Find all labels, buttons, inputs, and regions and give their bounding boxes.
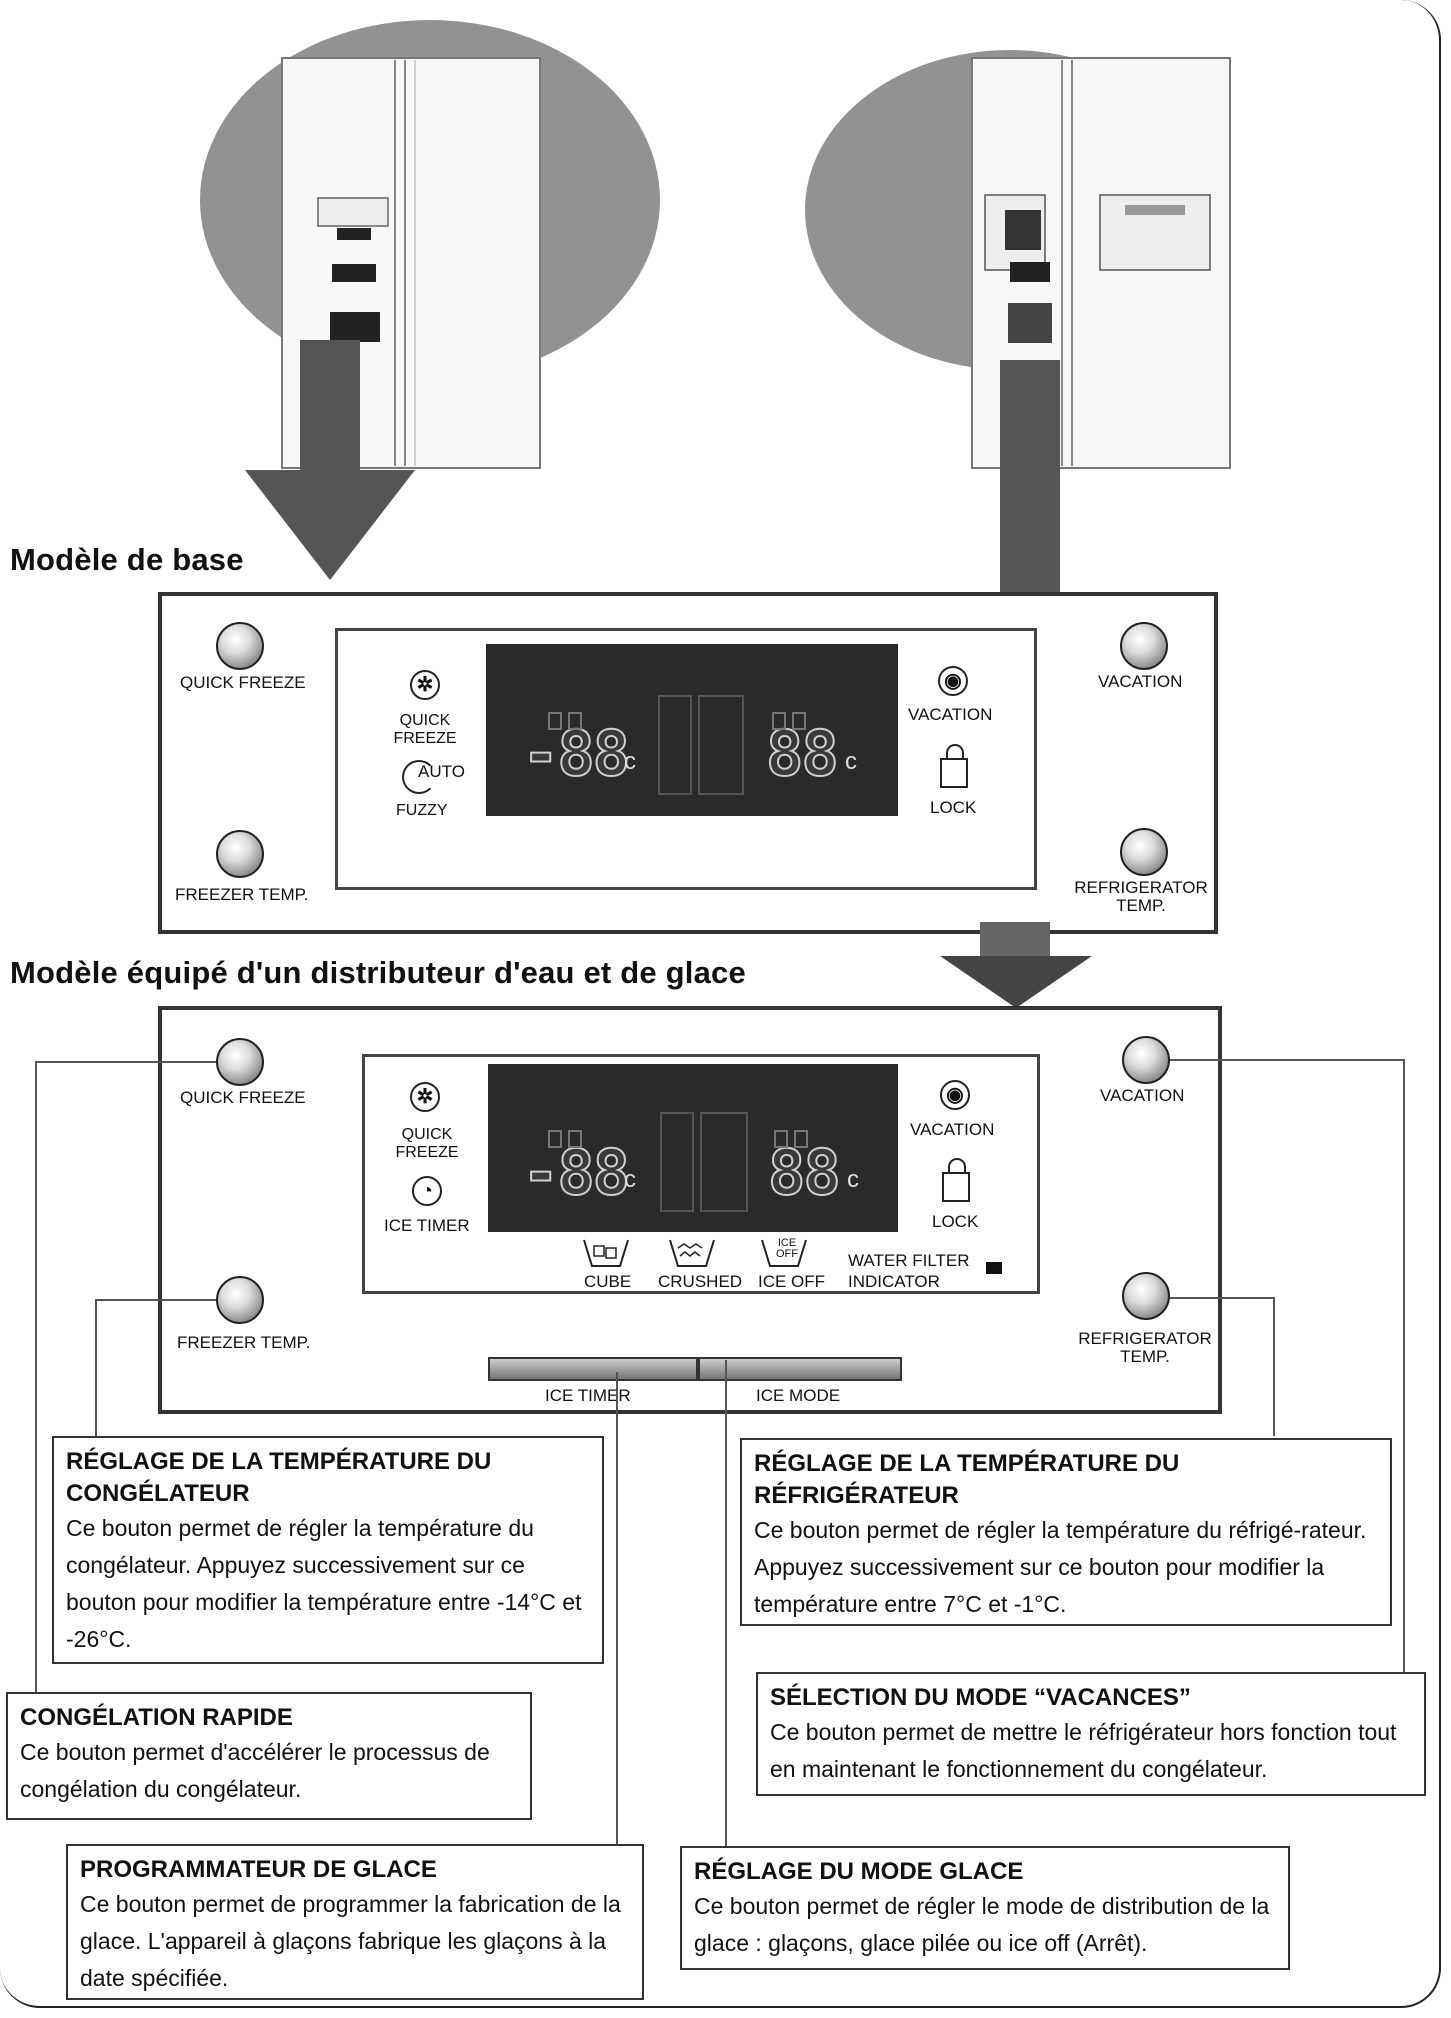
vacation-label-basic: VACATION: [1098, 672, 1183, 691]
ice-mode-button[interactable]: [698, 1357, 902, 1381]
fuzzy-label: FUZZY: [396, 802, 448, 819]
ice-timer-button[interactable]: [488, 1357, 698, 1381]
callout-ice-timer-title: PROGRAMMATEUR DE GLACE: [80, 1856, 437, 1883]
callout-vacation-title: SÉLECTION DU MODE “VACANCES”: [770, 1684, 1191, 1711]
callout-freezer-temp-title: RÉGLAGE DE LA TEMPÉRATURE DU CONGÉLATEUR: [66, 1448, 492, 1507]
callout-quick-freeze: CONGÉLATION RAPIDE Ce bouton permet d'ac…: [6, 1692, 532, 1820]
fridge-illustrations: [200, 20, 1231, 600]
callout-ice-mode-text: Ce bouton permet de régler le mode de di…: [694, 1893, 1270, 1956]
arrow-down-right: [940, 922, 1092, 1008]
ice-off-icon-text: ICE OFF: [776, 1237, 798, 1260]
callout-vacation: SÉLECTION DU MODE “VACANCES” Ce bouton p…: [756, 1672, 1426, 1796]
vacation-button-basic[interactable]: [1120, 622, 1168, 670]
clock-icon: ◔: [412, 1176, 442, 1206]
callout-quick-freeze-title: CONGÉLATION RAPIDE: [20, 1704, 293, 1731]
quick-freeze-label-dispenser: QUICK FREEZE: [180, 1088, 306, 1107]
callout-ice-mode: RÉGLAGE DU MODE GLACE Ce bouton permet d…: [680, 1846, 1290, 1970]
snowflake-icon-basic: ✲: [410, 670, 440, 700]
quick-freeze-icon-label-basic: QUICK FREEZE: [393, 712, 457, 747]
quick-freeze-button-basic[interactable]: [216, 622, 264, 670]
ice-mode-button-label: ICE MODE: [756, 1386, 841, 1405]
basic-freezer-unit: c: [624, 748, 636, 775]
snowflake-icon-dispenser: ✲: [410, 1082, 440, 1112]
crushed-icon: [669, 1239, 715, 1267]
basic-fridge-unit: c: [845, 748, 857, 775]
callout-vacation-text: Ce bouton permet de mettre le réfrigérat…: [770, 1719, 1397, 1782]
basic-panel-thumbnail: [317, 197, 389, 227]
callout-freezer-temp-text: Ce bouton permet de régler la températur…: [66, 1515, 582, 1652]
vacation-icon-basic: ◉: [938, 666, 968, 696]
freezer-temp-label-dispenser: FREEZER TEMP.: [177, 1333, 311, 1352]
vacation-button-dispenser[interactable]: [1122, 1036, 1170, 1084]
freezer-temp-label-basic: FREEZER TEMP.: [175, 885, 309, 904]
basic-lcd: [486, 644, 898, 816]
lock-icon-dispenser: [942, 1158, 970, 1202]
callout-fridge-temp: RÉGLAGE DE LA TEMPÉRATURE DU RÉFRIGÉRATE…: [740, 1438, 1392, 1626]
ice-timer-button-label: ICE TIMER: [545, 1386, 631, 1405]
freezer-temp-button-dispenser[interactable]: [216, 1276, 264, 1324]
heading-basic-model: Modèle de base: [10, 542, 244, 577]
callout-ice-timer-text: Ce bouton permet de programmer la fabric…: [80, 1891, 621, 1991]
refrigerator-temp-label-dispenser: REFRIGERATOR TEMP.: [1078, 1329, 1212, 1366]
arrow-down-left: [245, 340, 415, 580]
callout-fridge-temp-title: RÉGLAGE DE LA TEMPÉRATURE DU RÉFRIGÉRATE…: [754, 1450, 1180, 1509]
quick-freeze-icon-label-dispenser: QUICK FREEZE: [395, 1126, 459, 1161]
dispenser-fridge-unit: c: [847, 1166, 859, 1193]
ice-mode-icons: [583, 1239, 807, 1267]
arrow-shaft-right: [1000, 360, 1060, 600]
dispenser-freezer-unit: c: [624, 1166, 636, 1193]
callout-ice-timer: PROGRAMMATEUR DE GLACE Ce bouton permet …: [66, 1844, 644, 2000]
callout-fridge-temp-text: Ce bouton permet de régler la températur…: [754, 1517, 1367, 1617]
vacation-icon-dispenser: ◉: [940, 1080, 970, 1110]
lock-icon-basic: [940, 744, 968, 788]
quick-freeze-button-dispenser[interactable]: [216, 1038, 264, 1086]
vacation-label-dispenser: VACATION: [1100, 1086, 1185, 1105]
callout-ice-mode-title: RÉGLAGE DU MODE GLACE: [694, 1858, 1024, 1885]
callout-freezer-temp: RÉGLAGE DE LA TEMPÉRATURE DU CONGÉLATEUR…: [52, 1436, 604, 1664]
water-filter-indicator: [986, 1262, 1002, 1274]
ice-off-label: ICE OFF: [758, 1272, 826, 1291]
ice-off-icon: [761, 1239, 807, 1267]
cube-label: CUBE: [584, 1272, 632, 1291]
callout-quick-freeze-text: Ce bouton permet d'accélérer le processu…: [20, 1739, 490, 1802]
quick-freeze-label-basic: QUICK FREEZE: [180, 673, 306, 692]
refrigerator-temp-button-dispenser[interactable]: [1122, 1272, 1170, 1320]
vacation-icon-label-dispenser: VACATION: [910, 1120, 995, 1139]
water-filter-label: WATER FILTER INDICATOR: [848, 1251, 970, 1291]
auto-fuzzy-icon: [402, 760, 436, 794]
refrigerator-temp-label-basic: REFRIGERATOR TEMP.: [1074, 878, 1208, 915]
vacation-icon-label-basic: VACATION: [908, 705, 993, 724]
crushed-label: CRUSHED: [658, 1272, 743, 1291]
freezer-temp-button-basic[interactable]: [216, 830, 264, 878]
refrigerator-temp-button-basic[interactable]: [1120, 828, 1168, 876]
ice-timer-icon-label: ICE TIMER: [384, 1216, 470, 1235]
cube-icon: [583, 1239, 629, 1267]
auto-label: AUTO: [418, 762, 465, 781]
lock-icon-label-basic: LOCK: [930, 798, 977, 817]
heading-dispenser-model: Modèle équipé d'un distributeur d'eau et…: [10, 955, 746, 990]
lock-icon-label-dispenser: LOCK: [932, 1212, 979, 1231]
